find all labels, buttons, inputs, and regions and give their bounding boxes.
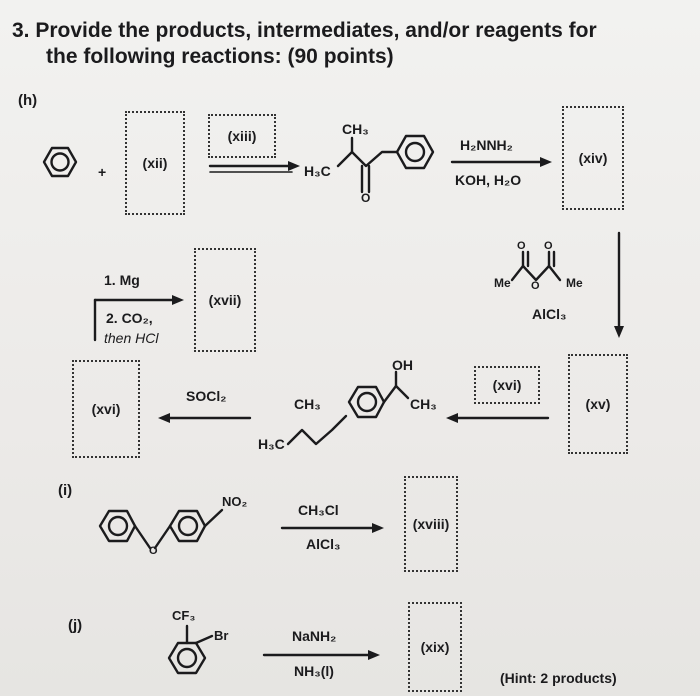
answer-box-xvii[interactable]: (xvii) (194, 248, 256, 352)
question-title-line1: 3. Provide the products, intermediates, … (12, 19, 597, 42)
anhydride-oxygen-1: O (517, 240, 526, 252)
part-j-reagent-bottom: NH₃(l) (294, 663, 334, 679)
answer-box-xii[interactable]: (xii) (125, 111, 185, 215)
question-title-line2: the following reactions: (90 points) (46, 45, 394, 68)
part-h-label: (h) (18, 92, 38, 109)
grignard-step2: 2. CO₂, (106, 310, 153, 326)
part-j-label: (j) (68, 617, 83, 634)
part-j-reagent-top: NaNH₂ (292, 628, 337, 644)
cf3-group-label: CF₃ (172, 608, 196, 623)
answer-box-xv[interactable]: (xv) (568, 354, 628, 454)
anhydride-oxygen-bridge: O (531, 280, 540, 292)
anhydride-oxygen-2: O (544, 240, 553, 252)
bromo-label: Br (214, 628, 229, 643)
anhydride-me-left: Me (494, 276, 511, 290)
answer-box-xvi-left[interactable]: (xvi) (72, 360, 140, 458)
plus-sign: + (98, 164, 107, 180)
grignard-step2b: then HCl (104, 330, 159, 346)
wolff-reagent-top: H₂NNH₂ (460, 137, 513, 153)
answer-box-xiv[interactable]: (xiv) (562, 106, 624, 210)
hint-text: (Hint: 2 products) (500, 670, 617, 686)
ketone-structure (336, 134, 435, 194)
part-i-reagent-top: CH₃Cl (298, 502, 339, 518)
answer-box-xviii[interactable]: (xviii) (404, 476, 458, 572)
alcohol-oh-label: OH (392, 357, 413, 373)
answer-box-xix[interactable]: (xix) (408, 602, 462, 692)
alcohol-structure (286, 370, 410, 446)
part-i-label: (i) (58, 482, 73, 499)
alcohol-ch3-left: CH₃ (294, 396, 321, 412)
anhydride-me-right: Me (566, 276, 583, 290)
nitro-diphenyl-ether-structure (98, 508, 224, 550)
socl2-reagent: SOCl₂ (186, 388, 227, 404)
ketone-h3c-label: H₃C (304, 163, 331, 179)
nitro-group-label: NO₂ (222, 494, 248, 509)
alcohol-h3c-label: H₃C (258, 436, 285, 452)
trifluoromethyl-bromobenzene-structure (167, 624, 214, 675)
carbonyl-oxygen-label: O (361, 191, 371, 205)
benzene-structure (42, 146, 78, 178)
alcohol-ch3-right: CH₃ (410, 396, 437, 412)
alcl3-reagent-h: AlCl₃ (532, 306, 567, 322)
acetic-anhydride-structure (510, 250, 562, 282)
ether-oxygen-label: O (149, 545, 158, 557)
grignard-step1: 1. Mg (104, 272, 140, 288)
wolff-reagent-bottom: KOH, H₂O (455, 172, 522, 188)
ketone-ch3-label: CH₃ (342, 121, 369, 137)
answer-box-xiii[interactable]: (xiii) (208, 114, 276, 158)
part-i-reagent-bottom: AlCl₃ (306, 536, 341, 552)
answer-box-xvi-top[interactable]: (xvi) (474, 366, 540, 404)
